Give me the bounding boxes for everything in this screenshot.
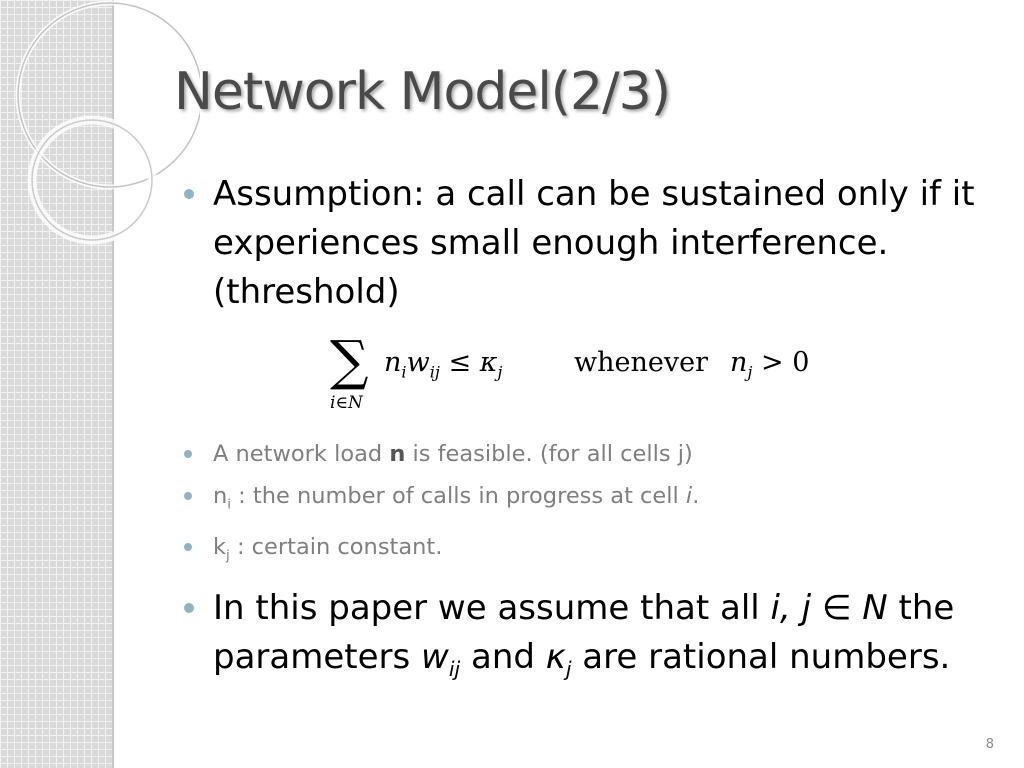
- assumption-text: Assumption: a call can be sustained only…: [213, 174, 975, 312]
- formula-leq: ≤: [439, 347, 480, 378]
- kj-sub: j: [226, 547, 230, 563]
- formula-kappa: κ: [479, 347, 498, 378]
- cond-rest: > 0: [752, 347, 810, 378]
- formula-w-sub: ij: [429, 362, 440, 382]
- formula-w: w: [406, 347, 430, 378]
- paper-k-sub: j: [565, 656, 572, 681]
- cond-n-sub: j: [747, 362, 753, 382]
- bullet-dot: [184, 492, 192, 500]
- paper-end: are rational numbers.: [571, 637, 951, 677]
- formula-whenever: whenever: [574, 347, 708, 378]
- bullet-feasible: A network load n is feasible. (for all c…: [184, 431, 984, 477]
- formula-condition: nj > 0: [730, 347, 809, 381]
- paper-w-sub: ij: [448, 656, 461, 681]
- summation-symbol: ∑: [330, 329, 369, 392]
- paper-mid: the parameters: [213, 588, 955, 677]
- bullet-dot: [184, 450, 192, 458]
- bullet-ni: ni : the number of calls in progress at …: [184, 473, 984, 528]
- bullet-dot: [184, 603, 194, 613]
- slide-content: Assumption: a call can be sustained only…: [184, 170, 984, 694]
- ni-text: : the number of calls in progress at cel…: [231, 483, 686, 509]
- ni-end: .: [692, 483, 700, 509]
- summation-index: i∈N: [330, 393, 363, 413]
- feasible-pre: A network load: [213, 441, 390, 467]
- page-number: 8: [985, 737, 994, 752]
- paper-and: and: [460, 637, 546, 677]
- feasible-bold: n: [389, 441, 406, 467]
- ni-sub: i: [227, 496, 232, 513]
- paper-w: w: [421, 637, 449, 677]
- ni-var: n: [213, 483, 228, 509]
- kj-var: k: [213, 533, 227, 560]
- paper-k: κ: [545, 637, 566, 677]
- paper-pre: In this paper we assume that all: [213, 588, 771, 628]
- decorative-side-panel: [0, 0, 114, 768]
- feasible-post: is feasible. (for all cells j): [405, 441, 693, 467]
- bullet-assumption: Assumption: a call can be sustained only…: [184, 170, 984, 317]
- formula-kappa-sub: j: [497, 362, 503, 382]
- formula-n: n: [384, 347, 402, 378]
- bullet-paper-assumption: In this paper we assume that all i, j ∈ …: [184, 584, 984, 694]
- ni-italic: i: [685, 483, 693, 509]
- paper-ij: i, j ∈ N: [770, 588, 888, 628]
- slide-title: Network Model(2/3): [174, 62, 671, 122]
- formula-n-sub: i: [401, 362, 407, 382]
- formula-expression: niwij ≤ κj: [384, 347, 502, 381]
- cond-n: n: [730, 347, 748, 378]
- interference-formula: ∑ i∈N niwij ≤ κj whenever nj > 0: [184, 331, 984, 427]
- bullet-dot: [184, 542, 192, 551]
- bullet-dot: [184, 189, 194, 199]
- bullet-kj: kj : certain constant.: [184, 524, 984, 579]
- kj-text: : certain constant.: [229, 533, 443, 560]
